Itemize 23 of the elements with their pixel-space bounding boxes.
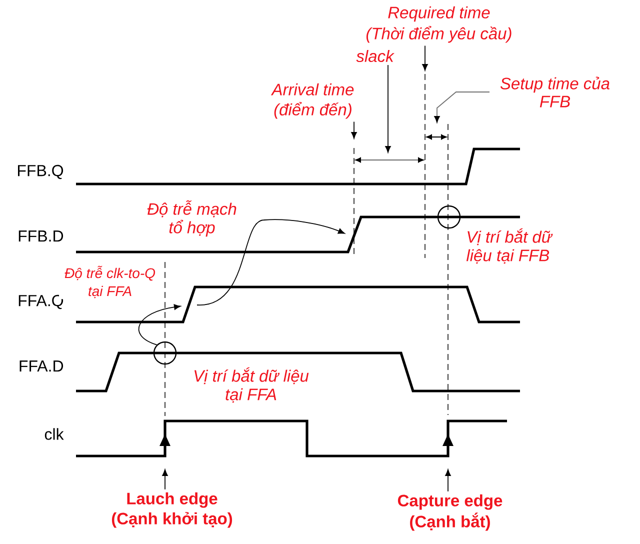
annotation-label: Capture edge (Cạnh bắt) bbox=[398, 494, 502, 531]
circle-marker bbox=[437, 205, 461, 229]
signal-name: FFA.D bbox=[20, 360, 64, 372]
leader-arrow bbox=[422, 45, 428, 71]
curved-arrow bbox=[138, 304, 181, 346]
leader-arrow bbox=[385, 64, 391, 153]
leader-arrow bbox=[434, 92, 490, 123]
annotation-label: Arrival time (điểm đến) bbox=[270, 83, 354, 119]
signal-name: FFB.D bbox=[18, 230, 64, 242]
signal-name: FFB.Q bbox=[18, 164, 64, 180]
leader-arrow bbox=[351, 121, 357, 139]
edge-label: Độ trễ clk-to-Q tại FFA bbox=[59, 264, 161, 300]
annotation-label: Setup time của FFB bbox=[500, 76, 610, 108]
annotation-label: Vị trí bắt dữ liệu tại FFB bbox=[466, 228, 553, 264]
circle-marker bbox=[153, 341, 177, 365]
leader-arrow bbox=[162, 469, 168, 490]
signal-name: clk bbox=[44, 428, 64, 440]
leader-arrow bbox=[445, 469, 451, 492]
annotation-label: Độ trễ mạch tổ hợp bbox=[147, 200, 236, 237]
annotation-label: Required time (Thời điểm yêu cầu) bbox=[366, 6, 512, 43]
annotation-label: Vị trí bắt dữ liệu tại FFA bbox=[194, 367, 309, 403]
annotation-label: Lauch edge (Cạnh khởi tạo) bbox=[112, 492, 232, 528]
annotation-label: slack bbox=[356, 50, 394, 62]
